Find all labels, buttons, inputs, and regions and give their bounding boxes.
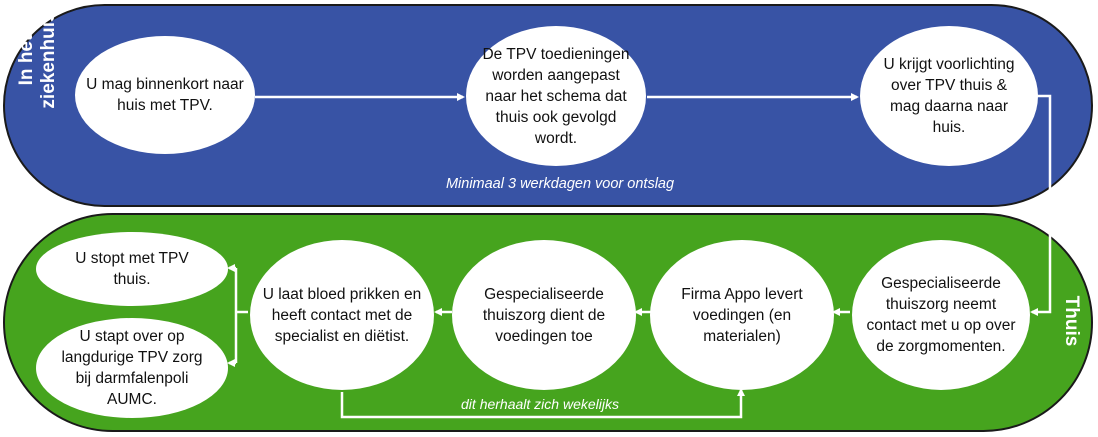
step-homecare-contact: Gespecialiseerde thuiszorg neemt contact… xyxy=(852,240,1030,390)
arrow-s3-s4 xyxy=(1030,94,1052,316)
step-go-home-soon: U mag binnenkort naar huis met TPV. xyxy=(75,36,255,154)
step-schedule-adjusted: De TPV toedieningen worden aangepast naa… xyxy=(466,26,646,166)
outcome-long-term-tpv: U stapt over op langdurige TPV zorg bij … xyxy=(36,318,228,418)
outcome-stop-tpv: U stopt met TPV thuis. xyxy=(36,232,228,306)
step-blood-test: U laat bloed prikken en heeft contact me… xyxy=(250,240,434,390)
repeat-note: dit herhaalt zich wekelijks xyxy=(461,396,619,412)
hospital-timing-note: Minimaal 3 werkdagen voor ontslag xyxy=(445,176,675,192)
step-appo-delivers: Firma Appo levert voedingen (en material… xyxy=(650,240,834,390)
step-homecare-administers: Gespecialiseerde thuiszorg dient de voed… xyxy=(452,240,636,390)
arrow-repeat-loop xyxy=(340,388,745,419)
step-information: U krijgt voorlichting over TPV thuis & m… xyxy=(860,26,1038,166)
